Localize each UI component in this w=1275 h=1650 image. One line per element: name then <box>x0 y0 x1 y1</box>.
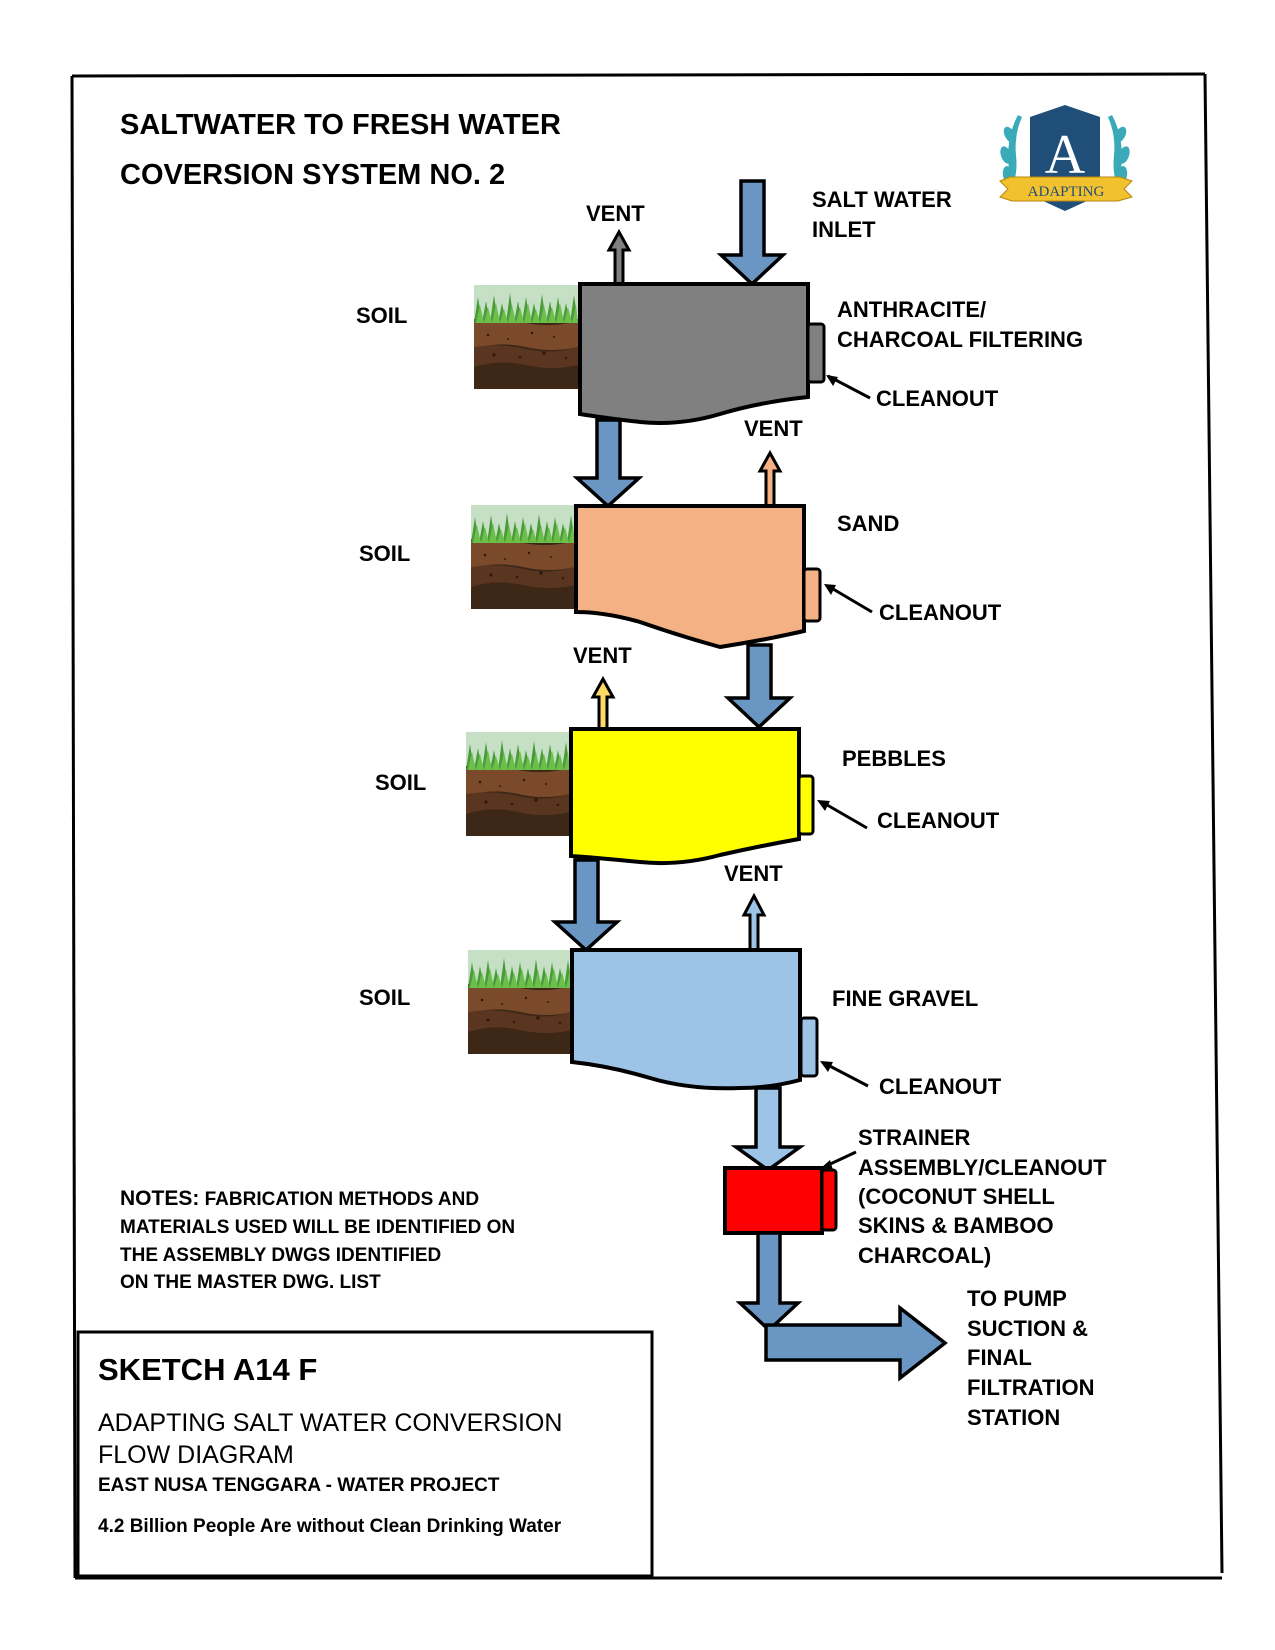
material-label-line1: ANTHRACITE/ <box>837 297 986 322</box>
vent-arrow-icon <box>741 892 767 952</box>
soil-icon <box>474 285 578 389</box>
flow-arrow-icon <box>550 858 622 953</box>
soil-label: SOIL <box>356 303 407 328</box>
logo-letter: A <box>1045 124 1086 186</box>
outlet-label-line3: FINAL <box>967 1345 1032 1370</box>
vent-arrow-icon <box>757 449 783 508</box>
vent-label: VENT <box>586 201 645 226</box>
soil-icon <box>468 950 572 1054</box>
cleanout-label: CLEANOUT <box>879 1074 1002 1099</box>
stage-fine-gravel: SOIL VENT FINE GRAVEL CLEANOUT <box>359 861 1002 1099</box>
cleanout-pointer <box>821 800 868 830</box>
stage-sand: SOIL VENT SAND CLEANOUT <box>359 416 1002 650</box>
strainer-box <box>723 1166 824 1235</box>
diagram-title-line2: COVERSION SYSTEM NO. 2 <box>120 159 505 191</box>
pointer-arrowhead-icon <box>820 1061 833 1072</box>
vent-label: VENT <box>724 861 783 886</box>
flow-arrow-icon <box>572 418 644 509</box>
outlet-label: TO PUMP SUCTION & FINAL FILTRATION STATI… <box>967 1286 1095 1430</box>
strainer-label-line5: CHARCOAL) <box>858 1243 991 1268</box>
strainer-label-line4: SKINS & BAMBOO <box>858 1213 1054 1238</box>
drawing-frame <box>70 72 1224 1580</box>
cleanout-label: CLEANOUT <box>879 600 1002 625</box>
inlet-label-line2: INLET <box>812 217 876 242</box>
strainer-label-line3: (COCONUT SHELL <box>858 1184 1055 1209</box>
vent-arrow-icon <box>590 675 616 731</box>
soil-label: SOIL <box>359 541 410 566</box>
vent-label: VENT <box>573 643 632 668</box>
adapting-logo: A ADAPTING <box>999 105 1133 211</box>
notes: NOTES: FABRICATION METHODS AND MATERIALS… <box>120 1187 515 1293</box>
notes-line1: FABRICATION METHODS AND <box>199 1189 479 1210</box>
soil-icon <box>471 505 575 609</box>
filter-tank <box>569 727 801 866</box>
notes-line2: MATERIALS USED WILL BE IDENTIFIED ON <box>120 1217 515 1238</box>
notes-lead: NOTES: <box>120 1187 199 1210</box>
pointer-arrowhead-icon <box>817 800 830 811</box>
soil-label: SOIL <box>359 985 410 1010</box>
pointer-arrowhead-icon <box>826 375 838 386</box>
strainer-label-line2: ASSEMBLY/CLEANOUT <box>858 1155 1107 1180</box>
sketch-number: SKETCH A14 F <box>98 1352 317 1387</box>
pointer-arrowhead-icon <box>824 584 836 595</box>
material-label-line1: FINE GRAVEL <box>832 986 978 1011</box>
title-block-subtitle1: ADAPTING SALT WATER CONVERSION <box>98 1409 562 1437</box>
vent-label: VENT <box>744 416 803 441</box>
outlet-label-line1: TO PUMP <box>967 1286 1067 1311</box>
tagline: 4.2 Billion People Are without Clean Dri… <box>98 1516 562 1537</box>
strainer-cleanout-cap[interactable] <box>820 1168 838 1232</box>
flow-arrow-icon <box>735 1231 803 1333</box>
outlet-label-line4: FILTRATION <box>967 1375 1095 1400</box>
soil-label: SOIL <box>375 770 426 795</box>
notes-line4: ON THE MASTER DWG. LIST <box>120 1272 381 1293</box>
title-block: SKETCH A14 F ADAPTING SALT WATER CONVERS… <box>76 1330 654 1578</box>
material-label-line1: SAND <box>837 511 899 536</box>
material-label-line2: CHARCOAL FILTERING <box>837 327 1083 352</box>
cleanout-pointer <box>827 584 873 614</box>
logo-ribbon-text: ADAPTING <box>1028 184 1105 200</box>
cleanout-label: CLEANOUT <box>876 386 999 411</box>
strainer-label-line1: STRAINER <box>858 1125 971 1150</box>
soil-icon <box>466 732 570 836</box>
title-block-subtitle2: FLOW DIAGRAM <box>98 1441 294 1469</box>
cleanout-pointer <box>823 1061 869 1088</box>
svg-text:NOTES: FABRICATION METHODS AND: NOTES: FABRICATION METHODS AND <box>120 1187 479 1210</box>
laurel-icon <box>1000 115 1130 185</box>
inlet-arrow-icon <box>716 179 788 287</box>
cleanout-cap[interactable] <box>806 322 826 384</box>
filter-tank <box>570 948 802 1091</box>
vent-arrow-icon <box>606 228 632 287</box>
project-name: EAST NUSA TENGGARA - WATER PROJECT <box>98 1475 500 1496</box>
notes-line3: THE ASSEMBLY DWGS IDENTIFIED <box>120 1245 441 1266</box>
cleanout-label: CLEANOUT <box>877 808 1000 833</box>
ribbon-icon <box>999 176 1133 202</box>
outlet-label-line2: SUCTION & <box>967 1316 1088 1341</box>
pointer-arrowhead-icon <box>821 1160 833 1170</box>
diagram-title-line1: SALTWATER TO FRESH WATER <box>120 109 561 141</box>
strainer-assembly: STRAINER ASSEMBLY/CLEANOUT (COCONUT SHEL… <box>723 1125 1107 1268</box>
flow-arrow-icon <box>723 643 795 730</box>
flow-arrow-icon <box>730 1086 806 1173</box>
filter-tank <box>574 504 806 650</box>
stage-pebbles: SOIL VENT PEBBLES CLEANOUT <box>375 643 1000 866</box>
cleanout-cap[interactable] <box>802 567 822 623</box>
filter-tank <box>578 282 810 425</box>
inlet-label-line1: SALT WATER <box>812 187 952 212</box>
cleanout-cap[interactable] <box>797 774 815 836</box>
stage-anthracite: SOIL VENT SALT WATER INLET ANTHRACITE/ C… <box>356 179 1083 425</box>
cleanout-cap[interactable] <box>799 1016 819 1078</box>
material-label-line1: PEBBLES <box>842 746 946 771</box>
outlet-arrow-icon <box>764 1304 948 1382</box>
outlet-label-line5: STATION <box>967 1405 1060 1430</box>
